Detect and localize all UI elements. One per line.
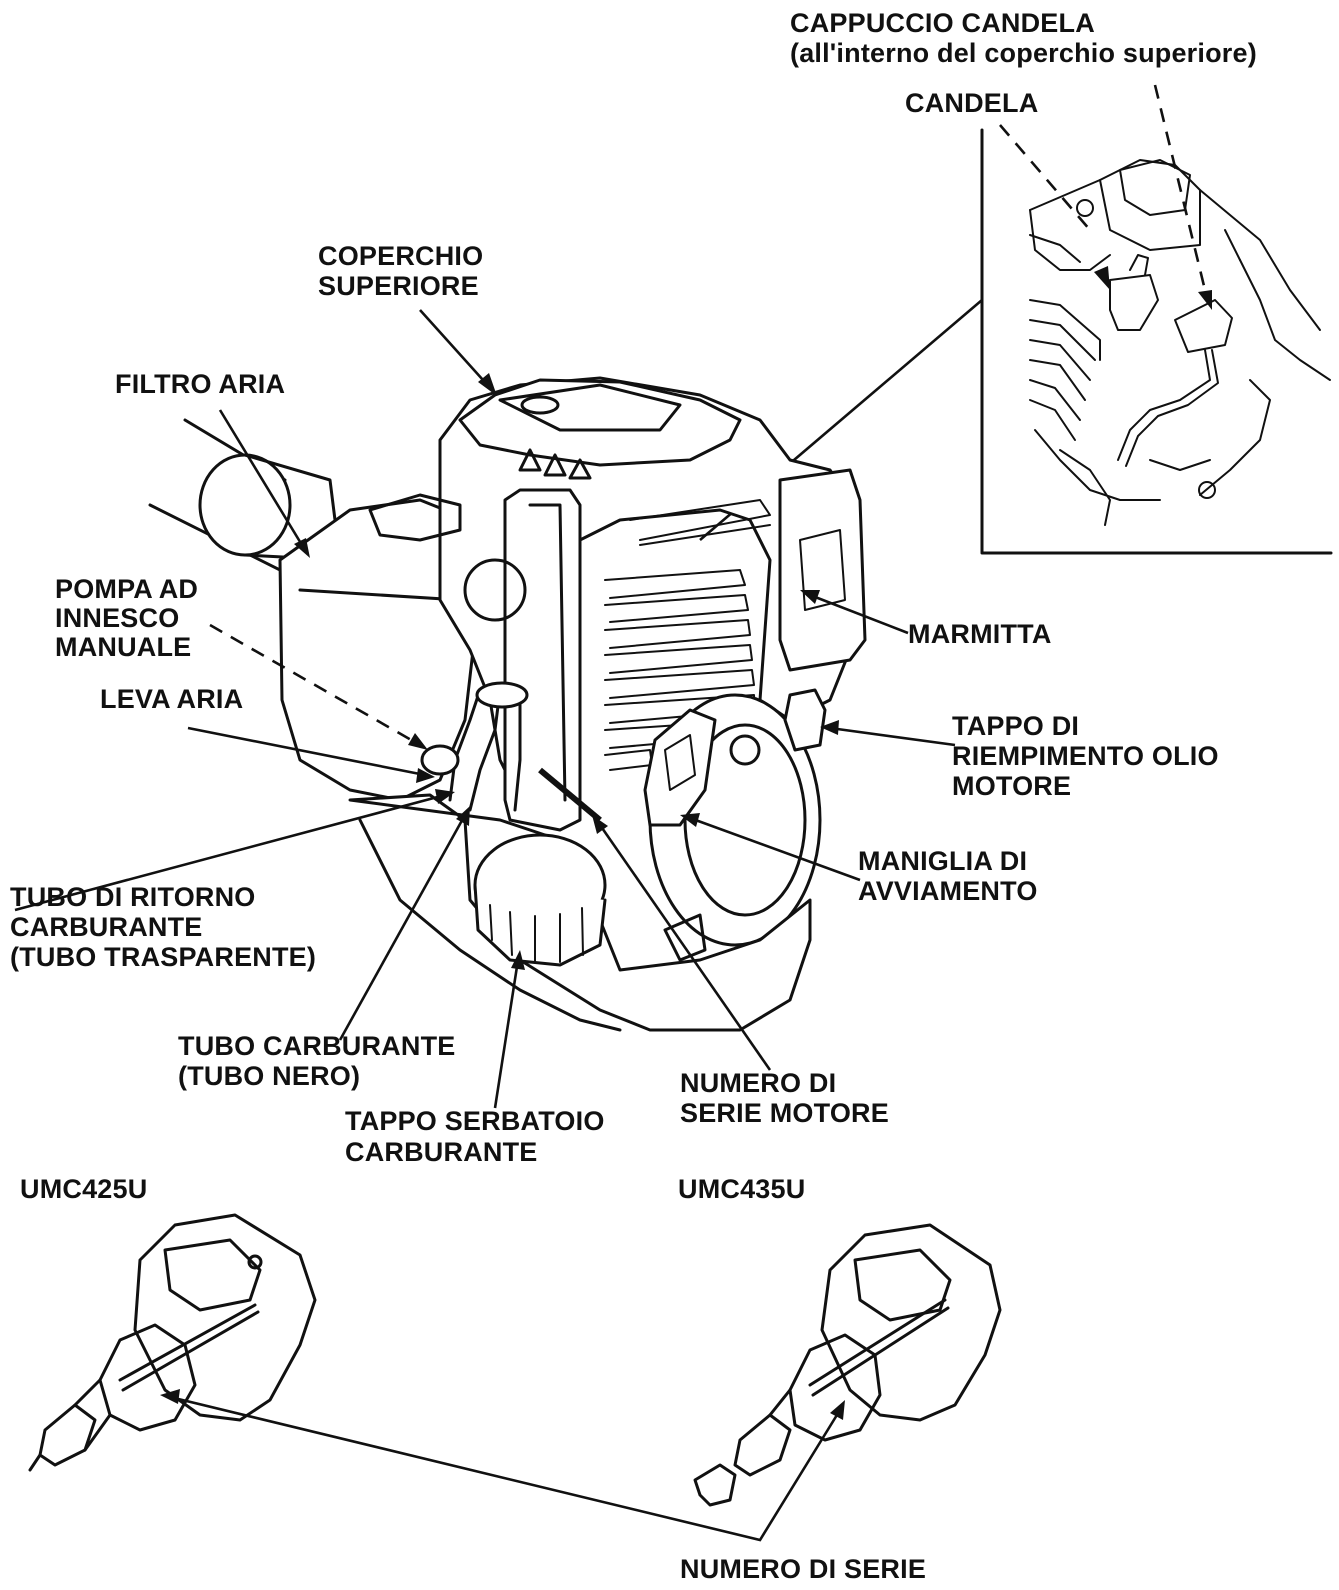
fuel-tube-label: TUBO CARBURANTE bbox=[178, 1031, 455, 1061]
oil-filler-cap-label: TAPPO DI bbox=[952, 711, 1079, 741]
model-umc435u-label: UMC435U bbox=[678, 1174, 805, 1204]
umc435u-illustration bbox=[693, 1223, 1002, 1507]
fuel-tank-cap-label: TAPPO SERBATOIO bbox=[345, 1106, 605, 1136]
choke-lever-label: LEVA ARIA bbox=[100, 684, 243, 714]
engine-serial-label-2: SERIE MOTORE bbox=[680, 1098, 889, 1128]
oil-filler-cap-label-3: MOTORE bbox=[952, 771, 1071, 801]
starter-grip-label-2: AVVIAMENTO bbox=[858, 876, 1038, 906]
oil-filler-cap-label-2: RIEMPIMENTO OLIO bbox=[952, 741, 1219, 771]
air-filter-label: FILTRO ARIA bbox=[115, 369, 285, 399]
model-umc425u-label: UMC425U bbox=[20, 1174, 147, 1204]
fuel-tank-cap-label-2: CARBURANTE bbox=[345, 1137, 538, 1167]
serial-number-leaders bbox=[160, 1389, 845, 1542]
starter-grip-label: MANIGLIA DI bbox=[858, 846, 1027, 876]
engine-illustration bbox=[148, 376, 867, 1032]
serial-number-label: NUMERO DI SERIE bbox=[680, 1554, 926, 1584]
top-cover-label-2: SUPERIORE bbox=[318, 271, 479, 301]
primer-pump-label-2: INNESCO bbox=[55, 603, 179, 633]
spark-plug-cap-label: CAPPUCCIO CANDELA bbox=[790, 8, 1095, 38]
spark-plug-label: CANDELA bbox=[905, 88, 1038, 118]
top-cover-label: COPERCHIO bbox=[318, 241, 483, 271]
fuel-tube-label-2: (TUBO NERO) bbox=[178, 1061, 360, 1091]
leader-lines bbox=[14, 309, 956, 1109]
primer-pump-label-3: MANUALE bbox=[55, 632, 191, 662]
fuel-return-tube-label: TUBO DI RITORNO bbox=[10, 882, 256, 912]
spark-plug-cap-sublabel: (all'interno del coperchio superiore) bbox=[790, 38, 1257, 68]
labels: CAPPUCCIO CANDELA (all'interno del coper… bbox=[10, 8, 1257, 1584]
muffler-label: MARMITTA bbox=[908, 619, 1052, 649]
fuel-return-tube-label-3: (TUBO TRASPARENTE) bbox=[10, 942, 316, 972]
fuel-return-tube-label-2: CARBURANTE bbox=[10, 912, 203, 942]
engine-serial-label: NUMERO DI bbox=[680, 1068, 836, 1098]
umc425u-illustration bbox=[28, 1213, 317, 1472]
primer-pump-label: POMPA AD bbox=[55, 574, 198, 604]
